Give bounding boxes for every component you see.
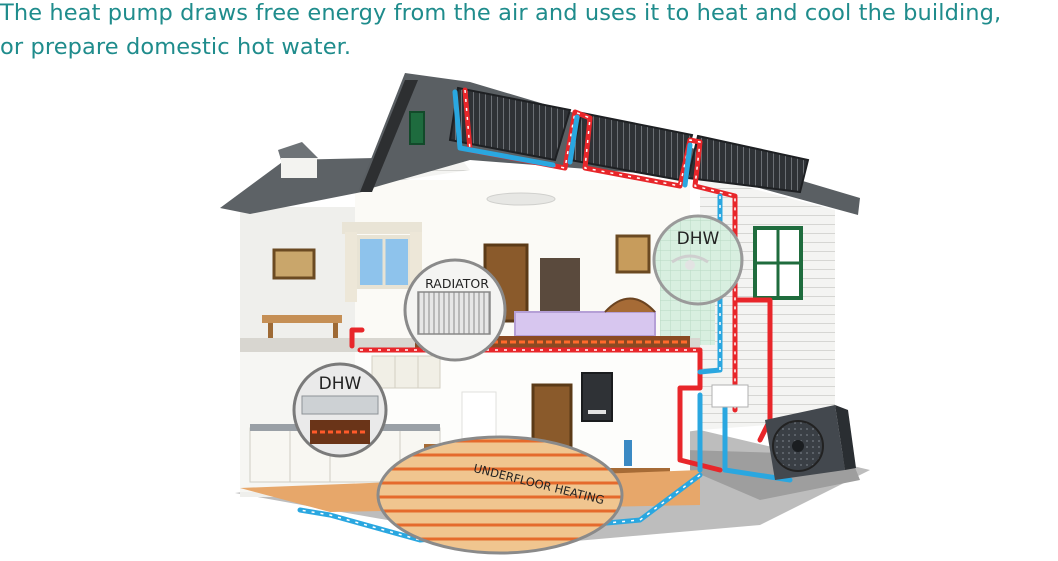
callout-dhw-lower-label: DHW [319, 374, 362, 394]
callout-radiator-label: RADIATOR [425, 276, 489, 291]
roof-edge [360, 80, 418, 192]
solar-panel-3 [686, 134, 810, 194]
painting-right [615, 234, 651, 274]
ceiling-lamp [486, 192, 556, 206]
fridge [461, 391, 497, 443]
left-roof [220, 158, 375, 214]
indoor-unit [581, 372, 613, 422]
hot-pipe-dash [360, 89, 736, 410]
curtain-left [345, 232, 357, 302]
gable-vent [409, 111, 425, 145]
curtain-rod [342, 222, 422, 234]
bed [514, 311, 656, 337]
painting-left [272, 248, 316, 280]
dining-table [600, 468, 670, 474]
solar-panel-1 [448, 86, 572, 162]
controller-box [711, 384, 749, 408]
callout-underfloor: UNDERFLOOR HEATING [376, 435, 624, 555]
radiator-icon [417, 291, 491, 335]
outdoor-heat-pump [765, 405, 856, 480]
kitchen-upper-cabinets [371, 355, 441, 389]
vase [624, 440, 632, 466]
dormer [281, 158, 317, 178]
callout-dhw-upper: DHW [652, 214, 744, 306]
caption-line-1: The heat pump draws free energy from the… [0, 0, 1002, 26]
callout-dhw-upper-label: DHW [677, 229, 720, 249]
desk [262, 315, 342, 323]
caption-line-2: or prepare domestic hot water. [0, 34, 352, 60]
callout-radiator: RADIATOR [403, 258, 507, 362]
dormer-roof [278, 142, 318, 163]
bed-headboard [604, 297, 656, 313]
caption: The heat pump draws free energy from the… [0, 0, 1058, 64]
wardrobe [540, 258, 580, 316]
callout-dhw-lower: DHW [292, 362, 388, 458]
